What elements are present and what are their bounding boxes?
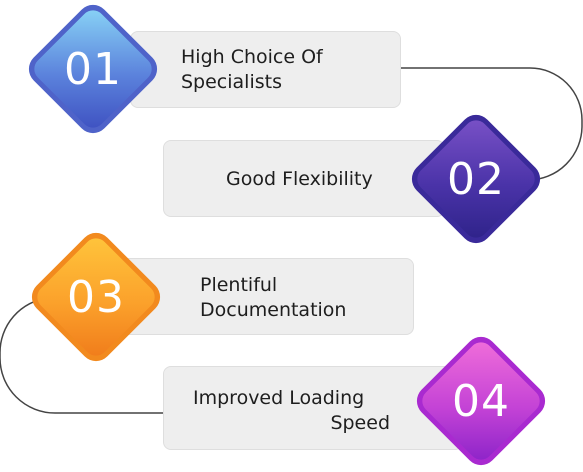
step-card-4: Improved Loading Speed xyxy=(163,366,463,450)
connector-1-2 xyxy=(400,67,583,181)
step-3-line1: Plentiful xyxy=(200,274,278,296)
step-1-badge: 01 xyxy=(22,0,164,140)
step-3-badge: 03 xyxy=(25,226,167,368)
step-2-badge: 02 xyxy=(405,108,547,250)
step-1-line2: Specialists xyxy=(181,71,282,93)
step-card-1: High Choice Of Specialists xyxy=(130,31,401,108)
step-4-line1: Improved Loading xyxy=(193,387,365,409)
step-card-3: Plentiful Documentation xyxy=(115,258,414,335)
step-1-line1: High Choice Of xyxy=(181,46,323,68)
step-card-2: Good Flexibility xyxy=(163,140,445,217)
step-4-badge: 04 xyxy=(410,330,552,472)
step-2-line1: Good Flexibility xyxy=(226,168,373,190)
step-1-number: 01 xyxy=(64,43,122,95)
connector-3-4 xyxy=(0,297,165,414)
step-3-number: 03 xyxy=(67,271,125,323)
step-3-line2: Documentation xyxy=(200,299,347,321)
step-4-line2: Speed xyxy=(330,412,390,434)
step-2-number: 02 xyxy=(447,153,505,205)
step-4-number: 04 xyxy=(452,375,510,427)
